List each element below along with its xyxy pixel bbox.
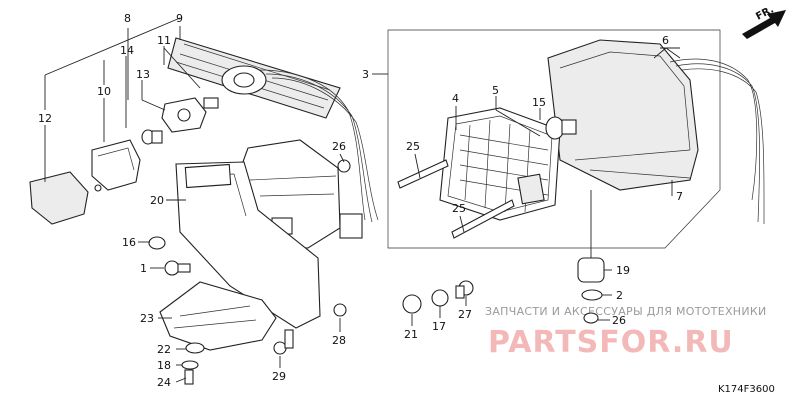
side-light-housing (91, 139, 141, 191)
leader-lines (44, 17, 681, 383)
callout-12: 12 (38, 112, 52, 125)
washer-22 (185, 342, 205, 354)
callout-13: 13 (136, 68, 150, 81)
callout-labels: 8 9 11 14 13 10 12 3 4 5 15 6 7 25 25 26… (38, 12, 683, 389)
callout-10: 10 (97, 85, 111, 98)
callout-27: 26 (612, 314, 626, 327)
nut-27 (583, 312, 599, 324)
reflector-strip (167, 37, 379, 223)
callout-4: 4 (452, 92, 459, 105)
bolt-28 (455, 280, 474, 299)
assembly-outline (387, 29, 721, 249)
collar-17 (431, 289, 449, 307)
callout-17: 17 (432, 320, 446, 333)
screw-25a (397, 159, 449, 189)
callout-19: 19 (616, 264, 630, 277)
callout-20: 20 (150, 194, 164, 207)
callout-18: 18 (157, 359, 171, 372)
callout-6: 6 (662, 34, 669, 47)
license-bracket (175, 161, 321, 329)
callout-30: 29 (272, 370, 286, 383)
watermark-text: ЗАПЧАСТИ И АКСЕССУАРЫ ДЛЯ МОТОТЕХНИКИ (485, 305, 767, 318)
bolt-30 (273, 329, 294, 355)
callout-11: 11 (157, 34, 171, 47)
callout-26: 26 (332, 140, 346, 153)
washer-18 (181, 360, 199, 370)
callout-3: 3 (362, 68, 369, 81)
callout-14: 14 (120, 44, 134, 57)
nut-26 (337, 159, 351, 173)
grommet-16 (148, 236, 166, 250)
spring-part (203, 97, 219, 109)
callout-25a: 25 (406, 140, 420, 153)
grommet-21 (402, 294, 422, 314)
screw-1 (164, 260, 191, 276)
bulb (545, 116, 577, 140)
callout-16: 16 (122, 236, 136, 249)
callout-22: 22 (157, 343, 171, 356)
callout-15: 15 (532, 96, 546, 109)
socket-plate (161, 97, 207, 133)
side-light-lens (29, 171, 102, 225)
callout-7: 7 (676, 190, 683, 203)
lens (439, 107, 561, 221)
callout-25b: 25 (452, 202, 466, 215)
callout-9: 9 (176, 12, 183, 25)
cushion-19 (577, 257, 605, 283)
front-direction-arrow: FR. (742, 4, 786, 39)
callout-8: 8 (124, 12, 131, 25)
washer-2 (581, 289, 603, 301)
diagram-code: K174F3600 (718, 384, 775, 395)
screw-24 (184, 369, 194, 385)
small-bulb (141, 129, 163, 145)
nut-29 (333, 303, 347, 317)
callout-5: 5 (492, 84, 499, 97)
lower-bracket (159, 281, 277, 351)
callout-28: 27 (458, 308, 472, 321)
callout-29: 28 (332, 334, 346, 347)
callout-21: 21 (404, 328, 418, 341)
callout-23: 23 (140, 312, 154, 325)
callout-1: 1 (140, 262, 147, 275)
screw-25b (451, 199, 515, 239)
rear-housing (547, 39, 765, 225)
callout-2: 2 (616, 289, 623, 302)
watermark-logo: PARTSFOR.RU (488, 325, 734, 360)
callout-24: 24 (157, 376, 171, 389)
